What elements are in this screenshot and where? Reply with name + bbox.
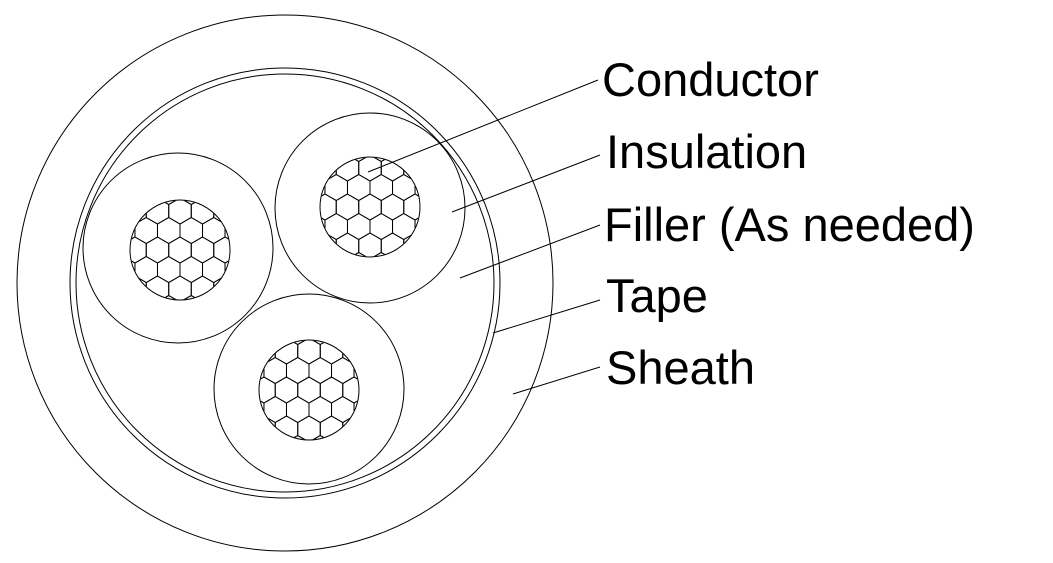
strand-hexagon <box>319 376 344 404</box>
strand-hexagon <box>335 193 360 221</box>
strand-hexagon <box>202 216 226 245</box>
strand-hexagon <box>285 395 310 424</box>
strand-hexagon <box>179 216 204 245</box>
strand-hexagon <box>320 193 337 221</box>
strand-hexagon <box>285 356 310 385</box>
tape-outer-circle <box>69 67 501 499</box>
strand-hexagon <box>392 212 416 241</box>
label-conductor: Conductor <box>602 53 819 106</box>
strand-hexagon <box>342 415 359 440</box>
strand-hexagon <box>297 376 321 404</box>
strand-hexagon <box>156 216 181 245</box>
strand-hexagon <box>320 232 337 257</box>
strand-hexagon <box>331 356 355 385</box>
strand-hexagon <box>353 395 359 424</box>
strand-hexagon <box>274 376 299 404</box>
strand-hexagon <box>156 255 181 284</box>
strand-hexagon <box>369 212 394 241</box>
conductor-circle <box>129 199 231 301</box>
strand-hexagon <box>263 356 287 385</box>
leader-line-conductor <box>367 79 599 173</box>
strand-hexagon <box>403 193 420 221</box>
leader-line-insulation <box>451 154 601 213</box>
leader-line-filler <box>459 224 601 279</box>
strand-hexagon <box>403 232 420 257</box>
insulation-circle <box>82 152 274 344</box>
conductor-strands <box>130 200 230 300</box>
insulation-circle <box>274 112 466 304</box>
tape-inner-circle <box>75 73 495 493</box>
strand-hexagon <box>403 157 420 182</box>
strand-hexagon <box>179 255 204 284</box>
strand-hexagon <box>145 236 170 264</box>
strand-hexagon <box>358 232 382 257</box>
strand-hexagon <box>308 356 333 385</box>
strand-hexagon <box>190 236 215 264</box>
strand-hexagon <box>369 173 394 202</box>
strand-hexagon <box>130 236 147 264</box>
strand-hexagon <box>168 275 192 300</box>
strand-hexagon <box>331 395 355 424</box>
strand-hexagon <box>213 275 230 300</box>
strand-hexagon <box>259 376 276 404</box>
strand-hexagon <box>342 376 359 404</box>
label-insulation: Insulation <box>606 125 807 178</box>
core-left <box>82 152 274 344</box>
strand-hexagon <box>134 255 158 284</box>
strand-hexagon <box>414 212 420 241</box>
insulation-circle <box>213 293 405 485</box>
core-bottom <box>213 293 405 485</box>
strand-hexagon <box>320 157 337 182</box>
conductor-circle <box>319 156 421 258</box>
strand-hexagon <box>297 340 321 365</box>
strand-hexagon <box>213 236 230 264</box>
strand-hexagon <box>134 216 158 245</box>
strand-hexagon <box>308 395 333 424</box>
strand-hexagon <box>259 415 276 440</box>
strand-hexagon <box>346 212 371 241</box>
strand-hexagon <box>168 200 192 225</box>
leader-line-tape <box>492 299 601 334</box>
strand-hexagon <box>130 275 147 300</box>
strand-hexagon <box>342 340 359 365</box>
sheath-outer-circle <box>16 14 554 552</box>
strand-hexagon <box>168 236 192 264</box>
strand-hexagon <box>324 212 348 241</box>
strand-hexagon <box>324 173 348 202</box>
strand-hexagon <box>224 255 230 284</box>
strand-hexagon <box>259 340 276 365</box>
strand-hexagon <box>213 200 230 225</box>
label-filler: Filler (As needed) <box>604 198 975 251</box>
strand-hexagon <box>263 395 287 424</box>
label-tape: Tape <box>606 269 708 322</box>
label-sheath: Sheath <box>606 341 755 394</box>
leader-line-sheath <box>512 366 601 395</box>
conductor-circle <box>258 339 360 441</box>
strand-hexagon <box>358 193 382 221</box>
strand-hexagon <box>392 173 416 202</box>
strand-hexagon <box>202 255 226 284</box>
core-top-right <box>274 112 466 304</box>
strand-hexagon <box>380 193 405 221</box>
strand-hexagon <box>297 415 321 440</box>
strand-hexagon <box>130 200 147 225</box>
strand-hexagon <box>346 173 371 202</box>
